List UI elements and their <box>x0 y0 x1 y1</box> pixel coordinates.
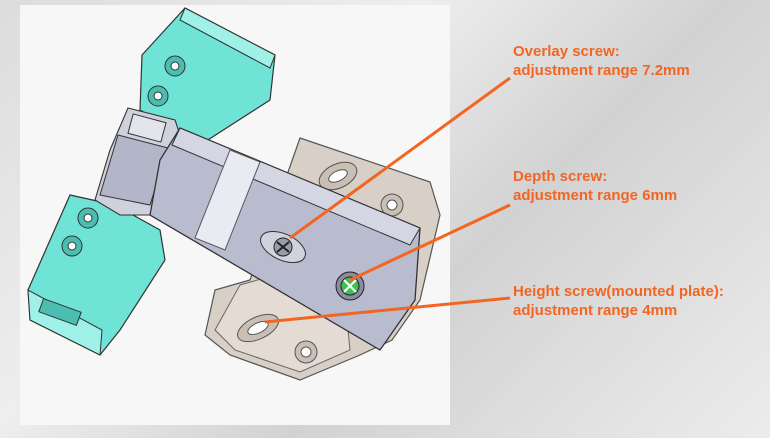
overlay-screw-title: Overlay screw: <box>513 43 620 60</box>
height-screw-label: Height screw(mounted plate): adjustment … <box>513 282 724 320</box>
overlay-screw-label: Overlay screw: adjustment range 7.2mm <box>513 42 690 80</box>
mounting-block-upper <box>139 7 276 146</box>
hinge-arm <box>149 127 421 351</box>
overlay-leader <box>289 76 511 240</box>
leader-lines <box>264 76 511 324</box>
mounting-block-lower <box>27 194 166 356</box>
overlay-screw-detail: adjustment range 7.2mm <box>513 62 690 79</box>
height-leader <box>264 296 511 324</box>
height-screw-detail: adjustment range 4mm <box>513 302 678 319</box>
height-screw-title: Height screw(mounted plate): <box>513 283 724 300</box>
depth-leader <box>349 203 511 282</box>
depth-screw-label: Depth screw: adjustment range 6mm <box>513 167 677 205</box>
depth-screw-title: Depth screw: <box>513 168 608 185</box>
depth-screw-detail: adjustment range 6mm <box>513 187 678 204</box>
